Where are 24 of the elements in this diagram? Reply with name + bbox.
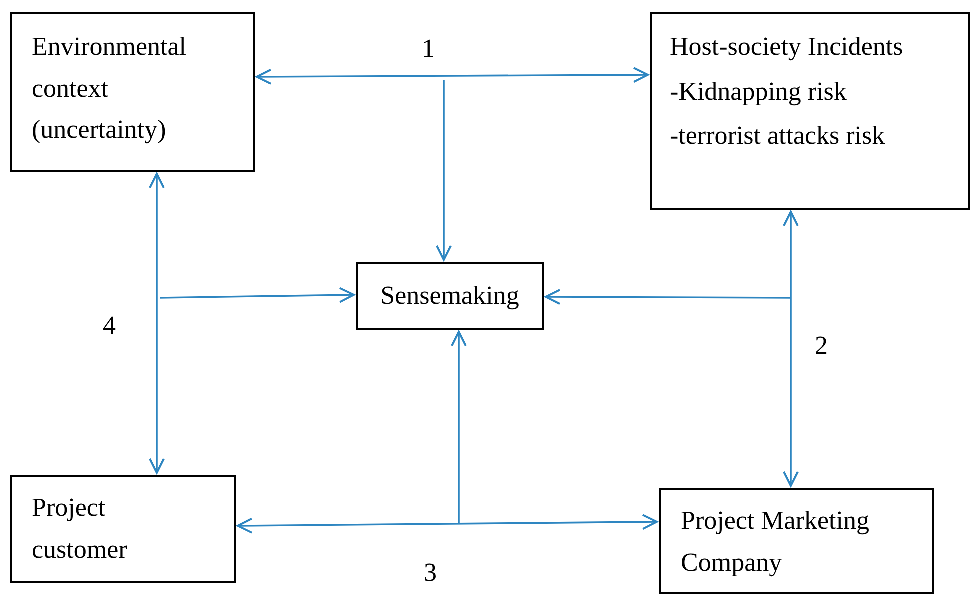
node-text: Project Marketing Company [681, 505, 870, 579]
process-box [10, 12, 255, 172]
node-text: Sensemaking [380, 280, 520, 312]
process-box [659, 488, 934, 594]
relation-number: 3 [424, 560, 437, 586]
process-box [10, 475, 236, 583]
node-text: Host-society Incidents [670, 31, 904, 63]
arrow [545, 289, 791, 306]
relation-number: 1 [422, 36, 435, 62]
arrow [783, 211, 799, 487]
process-box [356, 262, 544, 330]
process-box [650, 12, 970, 210]
node-text: Project customer [32, 492, 128, 566]
relation-number: 2 [815, 333, 828, 359]
arrow [149, 173, 165, 474]
node-text: -terrorist attacks risk [670, 120, 886, 152]
node-text: -Kidnapping risk [670, 76, 847, 108]
arrow [451, 331, 467, 524]
arrow [160, 287, 355, 304]
arrow [256, 67, 649, 85]
node-text: Environmental context (uncertainty) [32, 31, 188, 146]
arrow [436, 80, 452, 261]
arrow [237, 514, 658, 534]
relation-number: 4 [103, 313, 116, 339]
